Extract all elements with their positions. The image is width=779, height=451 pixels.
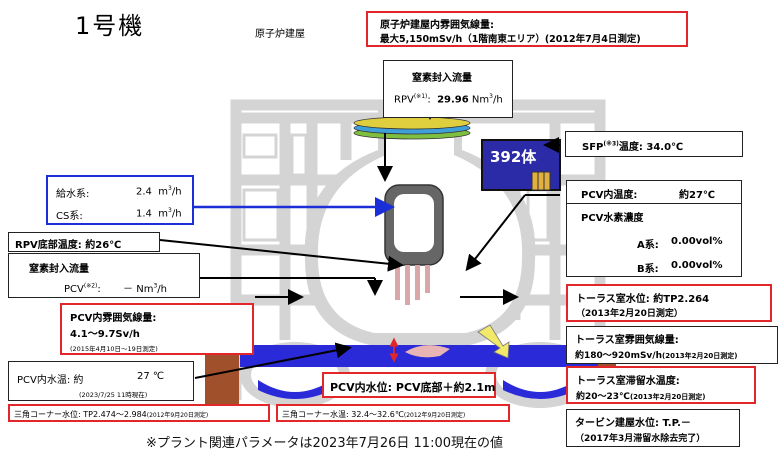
pcv-temp-label: PCV内温度: [581, 190, 638, 201]
corner-level-box: 三角コーナー水位: TP2.474～2.984(2012年9月20日測定) [8, 404, 270, 422]
feedwater-box: 給水系: 2.4 m3/h CS系: 1.4 m3/h [46, 175, 194, 225]
building-dose-line2: 最大5,150mSv/h（1階南東エリア）(2012年7月4日測定) [380, 34, 641, 45]
pcv-h2-box: PCV水素濃度 A系: 0.00vol% B系: 0.00vol% [566, 203, 742, 277]
torus-arrow [477, 324, 510, 359]
pcv-temp-value: 約27℃ [679, 190, 716, 201]
unit-title: 1号機 [75, 12, 145, 40]
feedwater-label: 給水系: [56, 189, 90, 200]
pcv-h2-b-label: B系: [637, 264, 659, 275]
fuel-count: 392体 [490, 148, 537, 166]
building-dose-line1: 原子炉建屋内雰囲気線量: [380, 20, 494, 31]
frame-detail [242, 133, 550, 242]
sfp-temp-box: SFP(※3)温度: 34.0℃ [565, 131, 743, 157]
shield-plug [353, 116, 471, 140]
pcv-h2-a-value: 0.00vol% [671, 236, 723, 247]
pcv-h2-b-value: 0.00vol% [671, 260, 723, 271]
feedwater-value: 2.4 m3/h [136, 185, 182, 198]
pcv-water-level: PCV内水位: PCV底部＋約2.1m [330, 381, 496, 394]
rpv-bottom-temp: RPV底部温度: 約26℃ [15, 240, 122, 251]
corner-level: 三角コーナー水位: TP2.474～2.984(2012年9月20日測定) [14, 410, 209, 419]
n2-rpv-box: 窒素封入流量 RPV(※1): 29.96 Nm3/h [383, 60, 513, 118]
pcv-dose-date: (2015年4月10日～19日測定) [70, 345, 158, 353]
n2-pcv-title: 窒素封入流量 [29, 264, 89, 275]
torus-dose-box: トーラス室雰囲気線量: 約180～920mSv/h(2013年2月20日測定) [566, 326, 778, 364]
n2-rpv-title: 窒素封入流量 [412, 73, 472, 84]
pcv-dose-line2: 4.1～9.7Sv/h [70, 329, 140, 340]
pcv-temp-box: PCV内温度: 約27℃ [566, 180, 742, 204]
pcv-water-temp-date: (2023/7/25 11時現在) [79, 391, 148, 399]
indicator-arrows [159, 104, 560, 379]
n2-pcv-value: PCV(※2): － Nm3/h [64, 282, 167, 295]
pcv-h2-title: PCV水素濃度 [581, 213, 644, 224]
corner-temp-box: 三角コーナー水温: 32.4～32.6℃(2012年9月20日測定) [276, 404, 510, 422]
building-dose-box: 原子炉建屋内雰囲気線量: 最大5,150mSv/h（1階南東エリア）(2012年… [366, 11, 688, 47]
turbine-line1: タービン建屋水位: T.P.－ [575, 418, 691, 429]
torus-temp-box: トーラス室滞留水温度: 約20～23℃(2013年2月20日測定) [566, 366, 756, 404]
pcv-dose-line1: PCV内雰囲気線量: [70, 313, 157, 324]
turbine-line2: （2017年3月滞留水除去完了） [575, 434, 706, 444]
pcv-water-level-box: PCV内水位: PCV底部＋約2.1m [322, 372, 496, 398]
torus-level-line1: トーラス室水位: 約TP2.264 [576, 294, 710, 305]
pcv-water-temp-value: 27 ℃ [137, 371, 165, 382]
debris [405, 345, 450, 358]
torus-dose-line2: 約180～920mSv/h(2013年2月20日測定) [575, 351, 738, 361]
pcv-dose-box: PCV内雰囲気線量: 4.1～9.7Sv/h (2015年4月10日～19日測定… [60, 303, 254, 355]
cs-label: CS系: [56, 211, 83, 222]
turbine-box: タービン建屋水位: T.P.－ （2017年3月滞留水除去完了） [566, 409, 740, 447]
pcv-water-temp-box: PCV内水温: 約 27 ℃ (2023/7/25 11時現在) [8, 361, 194, 401]
torus-level-box: トーラス室水位: 約TP2.264 （2013年2月20日測定） [566, 284, 772, 322]
rpv-bottom-box: RPV底部温度: 約26℃ [8, 232, 160, 252]
n2-rpv-value: RPV(※1): 29.96 Nm3/h [394, 93, 503, 106]
torus-temp-line2: 約20～23℃(2013年2月20日測定) [576, 392, 706, 402]
pcv-water-temp-label: PCV内水温: 約 [17, 375, 84, 386]
pcv-h2-a-label: A系: [637, 240, 659, 251]
sfp-temp: SFP(※3)温度: 34.0℃ [582, 140, 684, 153]
cs-value: 1.4 m3/h [136, 207, 182, 220]
corner-temp: 三角コーナー水温: 32.4～32.6℃(2012年9月20日測定) [282, 410, 466, 419]
building-label: 原子炉建屋 [255, 29, 305, 40]
n2-pcv-box: 窒素封入流量 PCV(※2): － Nm3/h [8, 253, 200, 298]
torus-level-line2: （2013年2月20日測定） [576, 309, 683, 319]
footnote: ※プラント関連パラメータは2023年7月26日 11:00現在の値 [146, 436, 503, 451]
torus-temp-line1: トーラス室滞留水温度: [576, 376, 680, 387]
torus-dose-line1: トーラス室雰囲気線量: [575, 335, 679, 346]
rpv-vessel [384, 184, 444, 305]
